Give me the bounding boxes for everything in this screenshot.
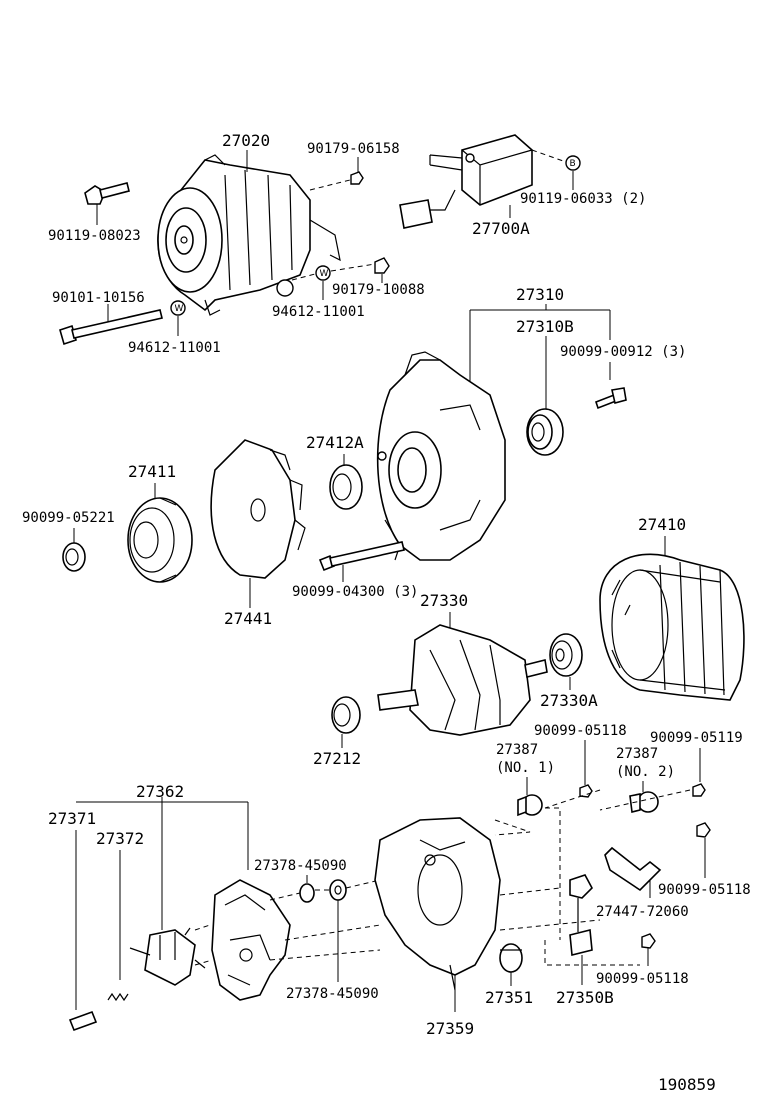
cover-27351[interactable]: [499, 943, 523, 973]
brush-holder-small[interactable]: [129, 927, 206, 986]
nut-10088[interactable]: [374, 257, 390, 274]
label-terminal-no2-note: (NO. 2): [616, 764, 675, 780]
label-rotor: 27330: [420, 591, 468, 610]
label-brush: 27371: [48, 809, 96, 828]
label-nut-05118-c: 90099-05118: [596, 971, 689, 987]
bolt-08023[interactable]: [84, 182, 130, 205]
fan[interactable]: [210, 439, 306, 579]
svg-text:B: B: [570, 159, 576, 169]
collar-27212[interactable]: [331, 696, 361, 734]
label-terminal-no1: 27387: [496, 742, 538, 758]
bearing-27330a[interactable]: [549, 633, 583, 677]
label-bearing-a: 27330A: [540, 691, 598, 710]
label-nut-05119: 90099-05119: [650, 730, 743, 746]
label-insulator-45090-b: 27378-45090: [286, 986, 379, 1002]
label-plate-72060: 27447-72060: [596, 904, 689, 920]
spring[interactable]: [107, 992, 129, 1002]
label-bolt-08023: 90119-08023: [48, 228, 141, 244]
brush-holder-plate[interactable]: [211, 879, 291, 1001]
label-nut-06158: 90179-06158: [307, 141, 400, 157]
label-spring: 27372: [96, 829, 144, 848]
catalog-id: 190859: [658, 1075, 716, 1094]
insulator-45090-b[interactable]: [329, 879, 347, 901]
label-stator: 27410: [638, 515, 686, 534]
svg-text:W: W: [175, 304, 184, 314]
brush[interactable]: [68, 1010, 98, 1032]
label-washer-left: 94612-11001: [128, 340, 221, 356]
label-rectifier-end: 27359: [426, 1019, 474, 1038]
label-insulator-45090-a: 27378-45090: [254, 858, 347, 874]
label-cover: 27351: [485, 988, 533, 1007]
rectifier-end-frame[interactable]: [374, 817, 501, 991]
label-brush-holder-group: 27362: [136, 782, 184, 801]
label-insulator: 27412A: [306, 433, 364, 452]
label-terminal-b: 27350B: [556, 988, 614, 1007]
label-regulator: 27700A: [472, 219, 530, 238]
screw-00912[interactable]: [595, 387, 627, 410]
washer-11001-left[interactable]: W: [170, 300, 186, 316]
stator[interactable]: [599, 553, 745, 701]
label-pulley: 27411: [128, 462, 176, 481]
bolt-04300[interactable]: [318, 541, 405, 572]
bearing-frame[interactable]: [526, 408, 564, 456]
terminal-27350b[interactable]: [569, 874, 593, 957]
svg-text:W: W: [320, 269, 329, 279]
nut-05119[interactable]: [692, 783, 706, 797]
alternator-assembly[interactable]: [157, 154, 341, 316]
rotor[interactable]: [377, 624, 548, 736]
terminal-no2[interactable]: [629, 791, 659, 813]
label-nut-05118-a: 90099-05118: [534, 723, 627, 739]
label-terminal-no1-note: (NO. 1): [496, 760, 555, 776]
terminal-no1[interactable]: [517, 794, 543, 817]
label-screw-00912: 90099-00912 (3): [560, 344, 686, 360]
washer-11001-right[interactable]: W: [315, 265, 331, 281]
nut-b-06033[interactable]: B: [565, 155, 581, 171]
label-collar: 27212: [313, 749, 361, 768]
label-terminal-no2: 27387: [616, 746, 658, 762]
label-nut-10088: 90179-10088: [332, 282, 425, 298]
insulator-45090-a[interactable]: [299, 883, 315, 903]
bolt-10156[interactable]: [59, 309, 163, 346]
nut-05118-b[interactable]: [696, 822, 711, 838]
label-bolt-10156: 90101-10156: [52, 290, 145, 306]
label-frame-group: 27310: [516, 285, 564, 304]
nut-05118-c[interactable]: [641, 933, 656, 949]
label-bolt-04300: 90099-04300 (3): [292, 584, 418, 600]
nut-05118-a[interactable]: [579, 784, 593, 798]
regulator[interactable]: [399, 134, 533, 229]
insulator-27412a[interactable]: [329, 464, 363, 510]
nut-05221[interactable]: [62, 542, 86, 572]
label-fan: 27441: [224, 609, 272, 628]
label-frame-b: 27310B: [516, 317, 574, 336]
label-regulator-nut: 90119-06033 (2): [520, 191, 646, 207]
pulley[interactable]: [127, 497, 193, 583]
label-alternator-assy: 27020: [222, 131, 270, 150]
label-nut-05221: 90099-05221: [22, 510, 115, 526]
drive-end-frame[interactable]: [376, 351, 506, 561]
plate-72060[interactable]: [604, 846, 662, 892]
label-nut-05118-b: 90099-05118: [658, 882, 751, 898]
label-washer-right: 94612-11001: [272, 304, 365, 320]
nut-06158[interactable]: [350, 171, 364, 185]
